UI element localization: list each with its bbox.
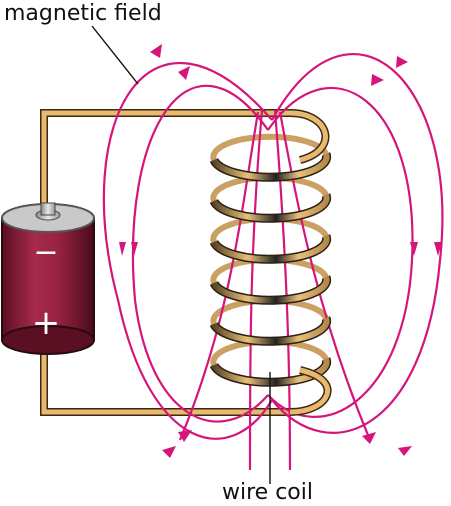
coil-lead-top-inner	[289, 110, 328, 163]
field-line-core-left-2	[178, 111, 260, 441]
coil-turn-front	[211, 275, 330, 304]
wire-coil-label: wire coil	[222, 480, 313, 505]
callout-line-field	[91, 25, 139, 85]
field-line-outer-right	[271, 53, 444, 434]
field-line-inner-right	[267, 87, 414, 418]
field-line-inner-left	[131, 84, 269, 423]
wire-coil	[209, 109, 332, 387]
field-line-outer-left	[102, 61, 273, 440]
arrowhead-icon	[396, 56, 408, 68]
coil-turn-front	[211, 357, 330, 386]
arrowhead-icon	[410, 242, 418, 256]
arrowhead-icon	[119, 242, 126, 256]
coil-turn-back	[210, 133, 329, 162]
wire-bottom-inner	[41, 340, 290, 415]
arrowhead-icon	[178, 430, 192, 442]
battery-icon: − +	[1, 202, 95, 355]
battery-positive-sign: +	[32, 303, 61, 343]
coil-turn-front	[211, 316, 330, 345]
wire-top-inner	[41, 110, 290, 217]
battery-bottom	[1, 325, 95, 355]
field-line-core-right-2	[278, 111, 372, 441]
coil-turn-front	[211, 193, 330, 222]
arrowhead-icon	[162, 446, 176, 458]
arrowhead-icon	[362, 432, 376, 444]
coil-turn-front	[211, 152, 330, 181]
coil-front-turns	[209, 152, 332, 387]
battery-negative-sign: −	[33, 235, 58, 270]
field-arrows	[119, 44, 442, 458]
circuit-wire	[40, 109, 290, 416]
magnetic-field-label: magnetic field	[4, 1, 162, 26]
magnetic-field-lines	[102, 53, 444, 471]
coil-turn-front	[211, 234, 330, 263]
arrowhead-icon	[398, 446, 412, 456]
arrowhead-icon	[434, 242, 442, 256]
arrowhead-icon	[150, 44, 162, 58]
arrowhead-icon	[131, 242, 138, 256]
arrowhead-icon	[178, 66, 190, 80]
wire-top	[40, 109, 290, 217]
arrowhead-icon	[371, 74, 384, 86]
battery-terminal-post	[40, 202, 56, 216]
battery-body	[1, 217, 95, 341]
callout-lines	[91, 25, 271, 484]
coil-lead-bottom-inner	[289, 367, 331, 415]
